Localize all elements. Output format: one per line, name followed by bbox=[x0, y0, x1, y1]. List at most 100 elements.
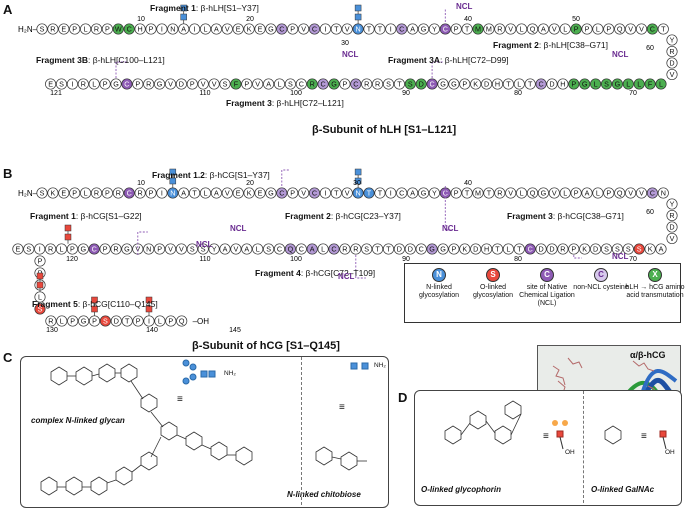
hcg-n13-glycan-icon bbox=[169, 168, 177, 188]
lh-row1-residue: V bbox=[221, 23, 233, 35]
svg-text:P: P bbox=[136, 317, 141, 326]
hcg-row2-residue: P bbox=[154, 243, 166, 255]
lh-row1-residue: C bbox=[308, 23, 321, 35]
svg-text:D: D bbox=[669, 223, 674, 232]
svg-text:G: G bbox=[429, 245, 435, 254]
svg-text:K: K bbox=[473, 80, 478, 89]
hcg-row2-residue: L bbox=[502, 243, 514, 255]
hcg-row1-residue: A bbox=[178, 187, 190, 199]
svg-text:C: C bbox=[443, 25, 448, 34]
legend-text: N-linked glycosylation bbox=[418, 284, 460, 299]
lh-row2-residue: P bbox=[186, 78, 198, 90]
svg-text:P: P bbox=[290, 189, 295, 198]
svg-text:P: P bbox=[72, 189, 77, 198]
svg-text:V: V bbox=[628, 25, 633, 34]
hcg-n30-glycan-icon bbox=[354, 168, 362, 188]
svg-text:Q: Q bbox=[530, 189, 536, 198]
lh-row2-residue: P bbox=[99, 78, 111, 90]
svg-text:H: H bbox=[137, 25, 142, 34]
svg-text:N: N bbox=[661, 189, 666, 198]
hcg-position-number: 100 bbox=[290, 256, 302, 263]
lh-row1-residue: T bbox=[330, 23, 342, 35]
svg-text:Q: Q bbox=[617, 25, 623, 34]
lh-position-number: 20 bbox=[246, 16, 254, 23]
hcg-tail-residue: S bbox=[99, 315, 111, 327]
legend-text: O-linked glycosylation bbox=[472, 284, 514, 299]
hcg-tail-residue: D bbox=[110, 315, 122, 327]
hcg-row1-residue: L bbox=[80, 187, 92, 199]
lh-row1-residue: G bbox=[417, 23, 430, 35]
svg-text:R: R bbox=[113, 245, 118, 254]
svg-text:S: S bbox=[38, 305, 43, 314]
hcg-row1-residue: G bbox=[417, 187, 430, 199]
svg-text:P: P bbox=[606, 25, 611, 34]
lh-row1-residue: C bbox=[439, 23, 451, 35]
hcg-tail-residue: R bbox=[45, 315, 57, 327]
svg-text:L: L bbox=[38, 293, 42, 302]
hcg-o-glycan-icon-0 bbox=[64, 224, 72, 244]
lh-row2-residue: R bbox=[77, 78, 89, 90]
svg-text:G: G bbox=[268, 25, 274, 34]
lh-row1-residue: L bbox=[559, 23, 571, 35]
svg-text:P: P bbox=[244, 80, 249, 89]
lh-row2-residue: D bbox=[415, 78, 427, 90]
hcg-n-terminus: H₂N– bbox=[18, 189, 38, 198]
lh-row2-residue: L bbox=[273, 78, 286, 90]
lh-row2-residue: R bbox=[143, 78, 155, 90]
svg-text:L: L bbox=[158, 317, 162, 326]
svg-text:V: V bbox=[639, 189, 644, 198]
hcg-row1-residue: G bbox=[265, 187, 277, 199]
svg-text:A: A bbox=[541, 25, 546, 34]
lh-turn-residue: Y bbox=[666, 34, 678, 46]
svg-text:P: P bbox=[92, 317, 97, 326]
complex-n-glycan-label: complex N-linked glycan bbox=[31, 416, 125, 425]
svg-text:S: S bbox=[626, 245, 631, 254]
hcg-tail-residue: P bbox=[165, 315, 177, 327]
hcg-row1-residue: A bbox=[407, 187, 419, 199]
svg-text:F: F bbox=[648, 80, 653, 89]
hcg-row1-residue: M bbox=[472, 187, 484, 199]
svg-text:D: D bbox=[408, 245, 413, 254]
lh-row1-residue: V bbox=[505, 23, 517, 35]
hcg-row1-residue: A bbox=[210, 187, 222, 199]
panel-b-label: B bbox=[3, 166, 13, 181]
hcg-row1-residue: N bbox=[352, 187, 364, 199]
galnac-oh-text: OH bbox=[665, 449, 675, 456]
lh-row1-residue: T bbox=[363, 23, 375, 35]
hcg-turn-residue: D bbox=[666, 221, 678, 233]
lh-row2-residue: C bbox=[295, 78, 307, 90]
lh-row1-residue: C bbox=[276, 23, 288, 35]
svg-text:R: R bbox=[137, 189, 142, 198]
hcg-row2-residue: D bbox=[546, 243, 558, 255]
svg-text:L: L bbox=[596, 189, 600, 198]
lh-row2-residue: H bbox=[557, 78, 569, 90]
svg-text:C: C bbox=[312, 189, 317, 198]
hcg-row2-residue: P bbox=[568, 243, 580, 255]
svg-text:Y: Y bbox=[432, 25, 437, 34]
svg-text:D: D bbox=[114, 317, 119, 326]
svg-text:E: E bbox=[236, 189, 241, 198]
hcg-fragment-3-label: Fragment 3: β-hCG[C38–G71] bbox=[507, 211, 624, 221]
hcg-ncl-line-23 bbox=[281, 169, 290, 186]
svg-text:R: R bbox=[146, 80, 151, 89]
svg-text:P: P bbox=[571, 245, 576, 254]
hcg-row2-residue: S bbox=[186, 243, 198, 255]
lh-ncl-label-3: NCL bbox=[612, 50, 629, 59]
hcg-fragment-5-label: Fragment 5: β-hCG[C110–Q145] bbox=[32, 299, 158, 309]
svg-text:T: T bbox=[465, 25, 470, 34]
hcg-tail-residue: T bbox=[121, 315, 133, 327]
svg-text:G: G bbox=[113, 80, 119, 89]
hcg-fragment-4-label: Fragment 4: β-hCG[C72–T109] bbox=[255, 268, 376, 278]
svg-text:T: T bbox=[386, 245, 391, 254]
hcg-row1-residue: L bbox=[559, 187, 571, 199]
svg-text:I: I bbox=[161, 25, 163, 34]
svg-text:D: D bbox=[179, 80, 184, 89]
o-glycan-structure bbox=[444, 400, 667, 450]
svg-text:L: L bbox=[506, 245, 510, 254]
panel-c-divider bbox=[301, 357, 302, 505]
hcg-tail-residue: P bbox=[34, 255, 46, 267]
svg-text:V: V bbox=[670, 70, 675, 79]
lh-position-number: 121 bbox=[50, 90, 62, 97]
